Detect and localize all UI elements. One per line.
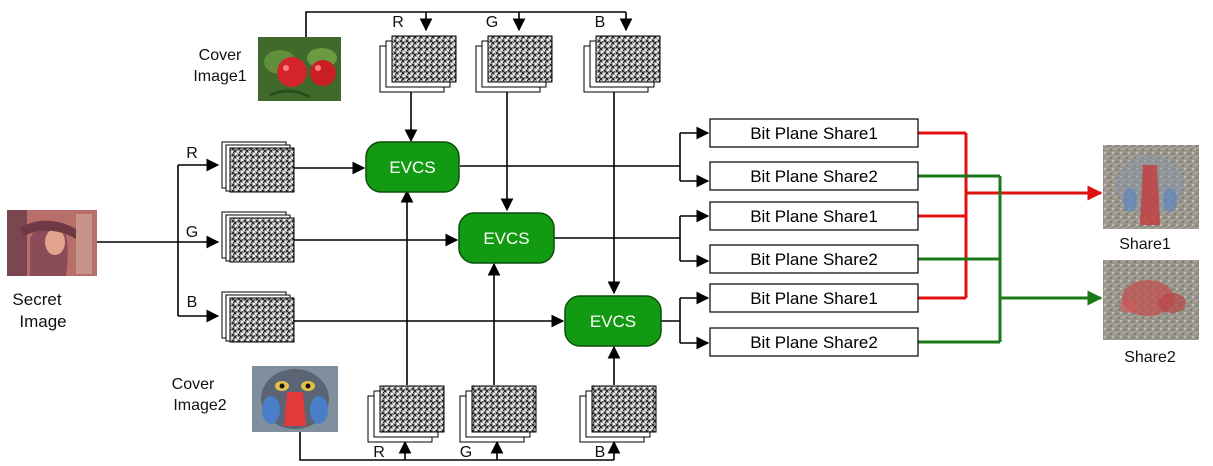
bit-plane-box-4: Bit Plane Share2: [709, 244, 919, 274]
secret-image-label-line1: Secret: [12, 290, 61, 309]
cover1-bus: [305, 11, 626, 45]
channel-label-r-top: R: [392, 14, 404, 31]
channel-label-b-bottom: B: [595, 444, 606, 461]
bit-plane-label-2: Bit Plane Share2: [750, 167, 878, 186]
channel-label-b-top: B: [595, 14, 606, 31]
cover2-bus: [299, 425, 614, 461]
share2-image: [1103, 260, 1199, 340]
cover-image-1-label-line2: Image1: [193, 68, 246, 85]
stack-cover2-r: [367, 385, 445, 443]
evcs-block-2: EVCS: [458, 212, 555, 264]
connector-lines: [97, 11, 710, 461]
stack-cover2-g: [459, 385, 537, 443]
bit-plane-label-5: Bit Plane Share1: [750, 289, 878, 308]
cover-image-2-label-line1: Cover: [172, 376, 215, 393]
cover-image-1-label-line1: Cover: [199, 47, 242, 64]
cover-image-1-photo: [258, 37, 341, 101]
cover-image-2-label-line2: Image2: [173, 397, 226, 414]
stack-cover2-b: [579, 385, 657, 443]
evcs-label-3: EVCS: [590, 312, 636, 331]
bit-plane-box-5: Bit Plane Share1: [709, 283, 919, 313]
channel-label-g-secret: G: [186, 224, 198, 241]
bit-plane-box-3: Bit Plane Share1: [709, 201, 919, 231]
stack-cover1-r: [379, 35, 457, 93]
share2-label: Share2: [1124, 349, 1176, 366]
bit-plane-box-1: Bit Plane Share1: [709, 118, 919, 148]
share-output-lines: [918, 131, 1103, 344]
share1-label: Share1: [1119, 236, 1171, 253]
bit-plane-box-2: Bit Plane Share2: [709, 161, 919, 191]
stack-cover1-g: [475, 35, 553, 93]
channel-label-g-bottom: G: [460, 444, 472, 461]
evcs-label-2: EVCS: [483, 229, 529, 248]
bit-plane-label-6: Bit Plane Share2: [750, 333, 878, 352]
evcs-label-1: EVCS: [389, 158, 435, 177]
channel-label-b-secret: B: [187, 294, 198, 311]
stack-cover1-b: [583, 35, 661, 93]
stack-secret-r: [221, 141, 295, 193]
stack-secret-g: [221, 211, 295, 263]
share1-image: [1103, 145, 1199, 229]
secret-image-photo: [7, 210, 97, 276]
bit-plane-label-3: Bit Plane Share1: [750, 207, 878, 226]
bit-plane-box-6: Bit Plane Share2: [709, 327, 919, 357]
evcs-block-1: EVCS: [365, 141, 460, 193]
secret-image-label-line2: Image: [19, 312, 66, 331]
stack-secret-b: [221, 291, 295, 343]
cover-image-2-photo: [252, 366, 338, 432]
bit-plane-label-1: Bit Plane Share1: [750, 124, 878, 143]
channel-label-r-bottom: R: [373, 444, 385, 461]
bit-plane-label-4: Bit Plane Share2: [750, 250, 878, 269]
evcs-block-3: EVCS: [564, 295, 662, 347]
channel-label-r-secret: R: [186, 145, 198, 162]
channel-label-g-top: G: [486, 14, 498, 31]
